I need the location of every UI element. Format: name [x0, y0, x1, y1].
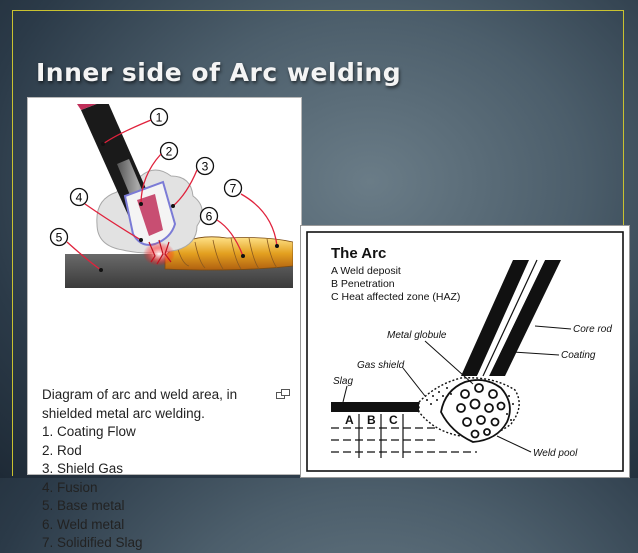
- base-plate: [331, 402, 427, 412]
- callout-2-label: 2: [166, 145, 173, 159]
- marker-c: C: [389, 413, 398, 427]
- electrode-coating: [461, 260, 533, 376]
- label-metal-globule: Metal globule: [387, 330, 447, 341]
- callout-1-label: 1: [156, 111, 163, 125]
- callout-6-label: 6: [206, 210, 213, 224]
- callout-4: 4: [69, 187, 89, 207]
- callout-5-label: 5: [56, 231, 63, 245]
- enlarge-icon[interactable]: [276, 389, 290, 399]
- arc-legend-a: A Weld deposit: [331, 265, 401, 277]
- arc-legend-b: B Penetration: [331, 278, 395, 290]
- legend-item: 7. Solidified Slag: [42, 535, 143, 550]
- weld-bead: [164, 236, 293, 271]
- callout-6: 6: [199, 206, 219, 226]
- legend-item: 5. Base metal: [42, 498, 125, 513]
- metal-globules: [456, 383, 506, 439]
- arc-legend-c: C Heat affected zone (HAZ): [331, 291, 460, 303]
- legend-item: 3. Shield Gas: [42, 461, 124, 476]
- arc-heading: The Arc: [331, 245, 386, 262]
- callout-3: 3: [195, 156, 215, 176]
- label-coating: Coating: [561, 350, 596, 361]
- callout-4-label: 4: [76, 191, 83, 205]
- arc-diagram: The Arc A Weld deposit B Penetration C H…: [306, 231, 624, 472]
- callout-5: 5: [49, 227, 69, 247]
- callout-1: 1: [149, 107, 169, 127]
- callout-7-label: 7: [230, 182, 237, 196]
- marker-a: A: [345, 413, 354, 427]
- caption-line: Diagram of arc and weld area, in: [42, 387, 238, 402]
- callout-3-label: 3: [202, 160, 209, 174]
- slide-title: Inner side of Arc welding: [36, 58, 402, 87]
- smaw-diagram-card: 1 2 3 4 5 6 7: [27, 97, 302, 550]
- label-core-rod: Core rod: [573, 324, 612, 335]
- callout-leaders: [66, 119, 278, 271]
- arc-glow: [143, 242, 175, 266]
- smaw-diagram: 1 2 3 4 5 6 7: [37, 104, 293, 380]
- arc-diagram-card: The Arc A Weld deposit B Penetration C H…: [300, 225, 630, 478]
- legend-item: 1. Coating Flow: [42, 424, 136, 439]
- diagram-caption: Diagram of arc and weld area, in shielde…: [42, 386, 270, 553]
- callout-2: 2: [159, 141, 179, 161]
- legend-item: 2. Rod: [42, 442, 82, 458]
- callout-7: 7: [223, 178, 243, 198]
- label-gas-shield: Gas shield: [357, 360, 405, 371]
- caption-line: shielded metal arc welding.: [42, 405, 205, 421]
- marker-b: B: [367, 413, 376, 427]
- legend-item: 6. Weld metal: [42, 516, 125, 532]
- label-slag: Slag: [333, 376, 353, 387]
- label-weld-pool: Weld pool: [533, 448, 578, 459]
- electrode-core: [477, 260, 545, 376]
- legend-item: 4. Fusion: [42, 479, 98, 495]
